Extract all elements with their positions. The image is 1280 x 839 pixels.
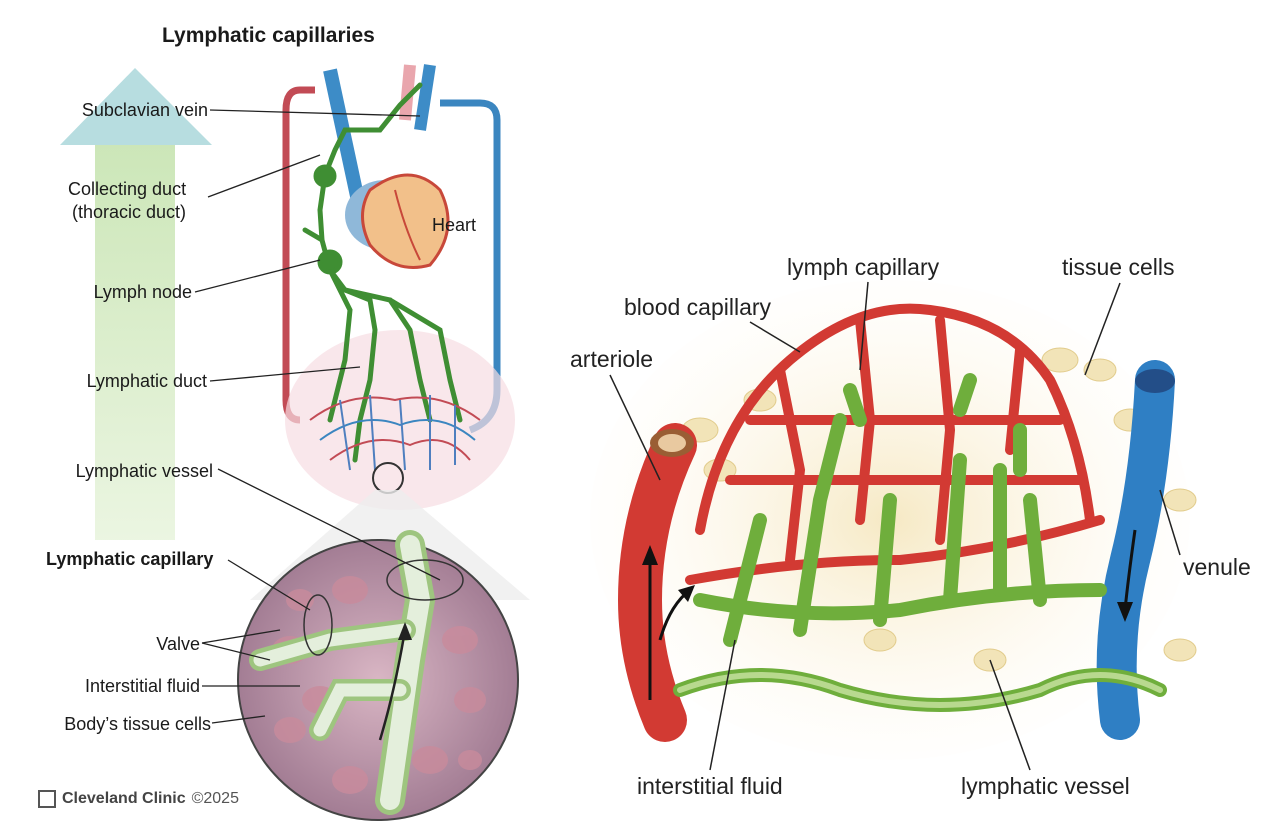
label-lymphatic-capillary: Lymphatic capillary [46,549,214,569]
footer-brand: Cleveland Clinic [62,790,186,807]
heart-illustration [323,64,450,269]
label-body-tissue-cells: Body’s tissue cells [64,714,211,734]
cleveland-clinic-logo-icon [38,790,56,808]
label-lymph-node: Lymph node [93,282,192,302]
capillary-bed [309,394,481,471]
label-valve: Valve [156,634,200,654]
label-lymphatic-vessel: Lymphatic vessel [75,461,213,481]
label-lymph-capillary: lymph capillary [787,254,940,280]
left-leader-lines [194,109,441,724]
footer-credit: Cleveland Clinic ©2025 [38,790,239,808]
label-collecting-duct: Collecting duct [68,179,187,199]
circulation-loop [282,86,515,510]
label-tissue-cells: tissue cells [1062,254,1175,280]
label-interstitial-fluid: Interstitial fluid [84,676,200,696]
footer-copyright: ©2025 [191,790,239,807]
label-venule: venule [1183,554,1251,580]
lymph-network [302,82,463,463]
label-blood-capillary: blood capillary [624,294,772,320]
magnified-capillary-view [237,530,519,821]
diagram-title: Lymphatic capillaries [162,24,375,47]
label-heart: Heart [432,215,477,235]
right-diagram [590,280,1197,760]
label-lymphatic-duct: Lymphatic duct [86,371,207,391]
label-thoracic-duct: (thoracic duct) [72,202,187,222]
label-arteriole: arteriole [570,346,654,372]
label-right-interstitial-fluid: interstitial fluid [637,773,783,799]
label-right-lymphatic-vessel: lymphatic vessel [961,773,1130,799]
label-subclavian-vein: Subclavian vein [81,100,208,120]
upward-flow-arrow [60,68,212,540]
right-leader-lines [609,281,1181,771]
